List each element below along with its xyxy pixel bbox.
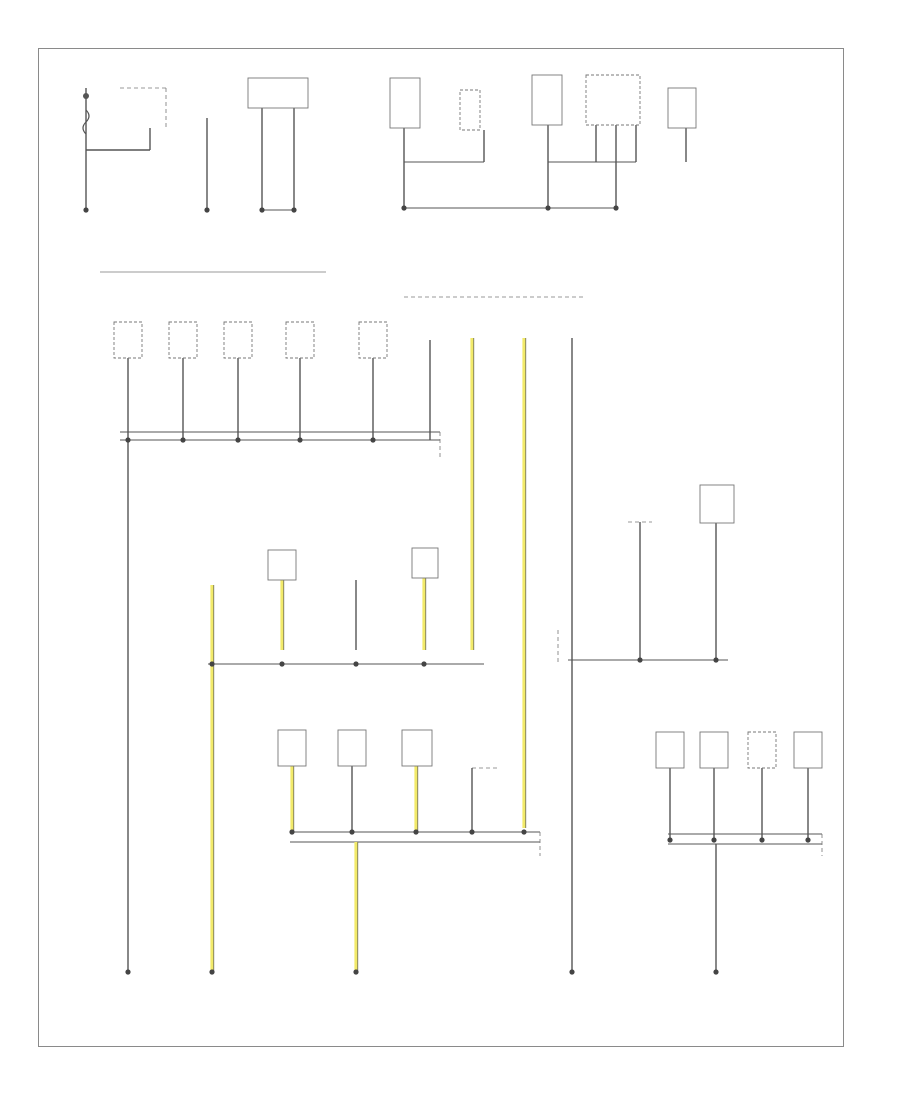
splice-node xyxy=(125,437,131,443)
diagram-frame xyxy=(38,48,844,1047)
splice-node xyxy=(279,661,285,667)
ground-point xyxy=(569,969,575,975)
splice-node xyxy=(711,837,717,843)
component-box xyxy=(113,321,143,359)
splice-node xyxy=(421,661,427,667)
splice-node xyxy=(759,837,765,843)
module-box xyxy=(585,74,641,126)
control-unit-box xyxy=(247,77,309,109)
ground-point xyxy=(125,969,131,975)
component-box xyxy=(285,321,315,359)
component-box xyxy=(411,547,439,579)
wires-layer xyxy=(82,87,823,972)
component-box xyxy=(168,321,198,359)
splice-node xyxy=(289,829,295,835)
component-box xyxy=(747,731,777,769)
component-box xyxy=(337,729,367,767)
component-box xyxy=(655,731,685,769)
splice-nodes-layer xyxy=(83,93,811,975)
splice-node xyxy=(297,437,303,443)
ground-point xyxy=(545,205,551,211)
ground-point xyxy=(401,205,407,211)
component-box xyxy=(277,729,307,767)
ground-point xyxy=(291,207,297,213)
component-box xyxy=(358,321,388,359)
component-box xyxy=(223,321,253,359)
ground-point xyxy=(83,207,89,213)
splice-node xyxy=(209,661,215,667)
splice-node xyxy=(805,837,811,843)
battery-terminal-icon xyxy=(83,93,89,99)
sensor-box xyxy=(667,87,697,129)
connector-box xyxy=(459,89,481,131)
component-box xyxy=(699,731,729,769)
components-layer xyxy=(113,74,823,769)
ground-point xyxy=(204,207,210,213)
splice-node xyxy=(180,437,186,443)
splice-node xyxy=(667,837,673,843)
splice-node xyxy=(235,437,241,443)
ground-point xyxy=(259,207,265,213)
fuse-icon xyxy=(82,109,90,135)
splice-node xyxy=(469,829,475,835)
component-box xyxy=(401,729,433,767)
splice-node xyxy=(637,657,643,663)
splice-node xyxy=(353,661,359,667)
splice-node xyxy=(521,829,527,835)
fuse-relay-box xyxy=(389,77,421,129)
splice-node xyxy=(370,437,376,443)
ground-point xyxy=(209,969,215,975)
component-box xyxy=(267,549,297,581)
ground-point xyxy=(713,969,719,975)
splice-node xyxy=(413,829,419,835)
splice-node xyxy=(349,829,355,835)
relay-box xyxy=(531,74,563,126)
ground-point xyxy=(353,969,359,975)
component-box xyxy=(699,484,735,524)
ground-point xyxy=(613,205,619,211)
splice-node xyxy=(713,657,719,663)
component-box xyxy=(793,731,823,769)
